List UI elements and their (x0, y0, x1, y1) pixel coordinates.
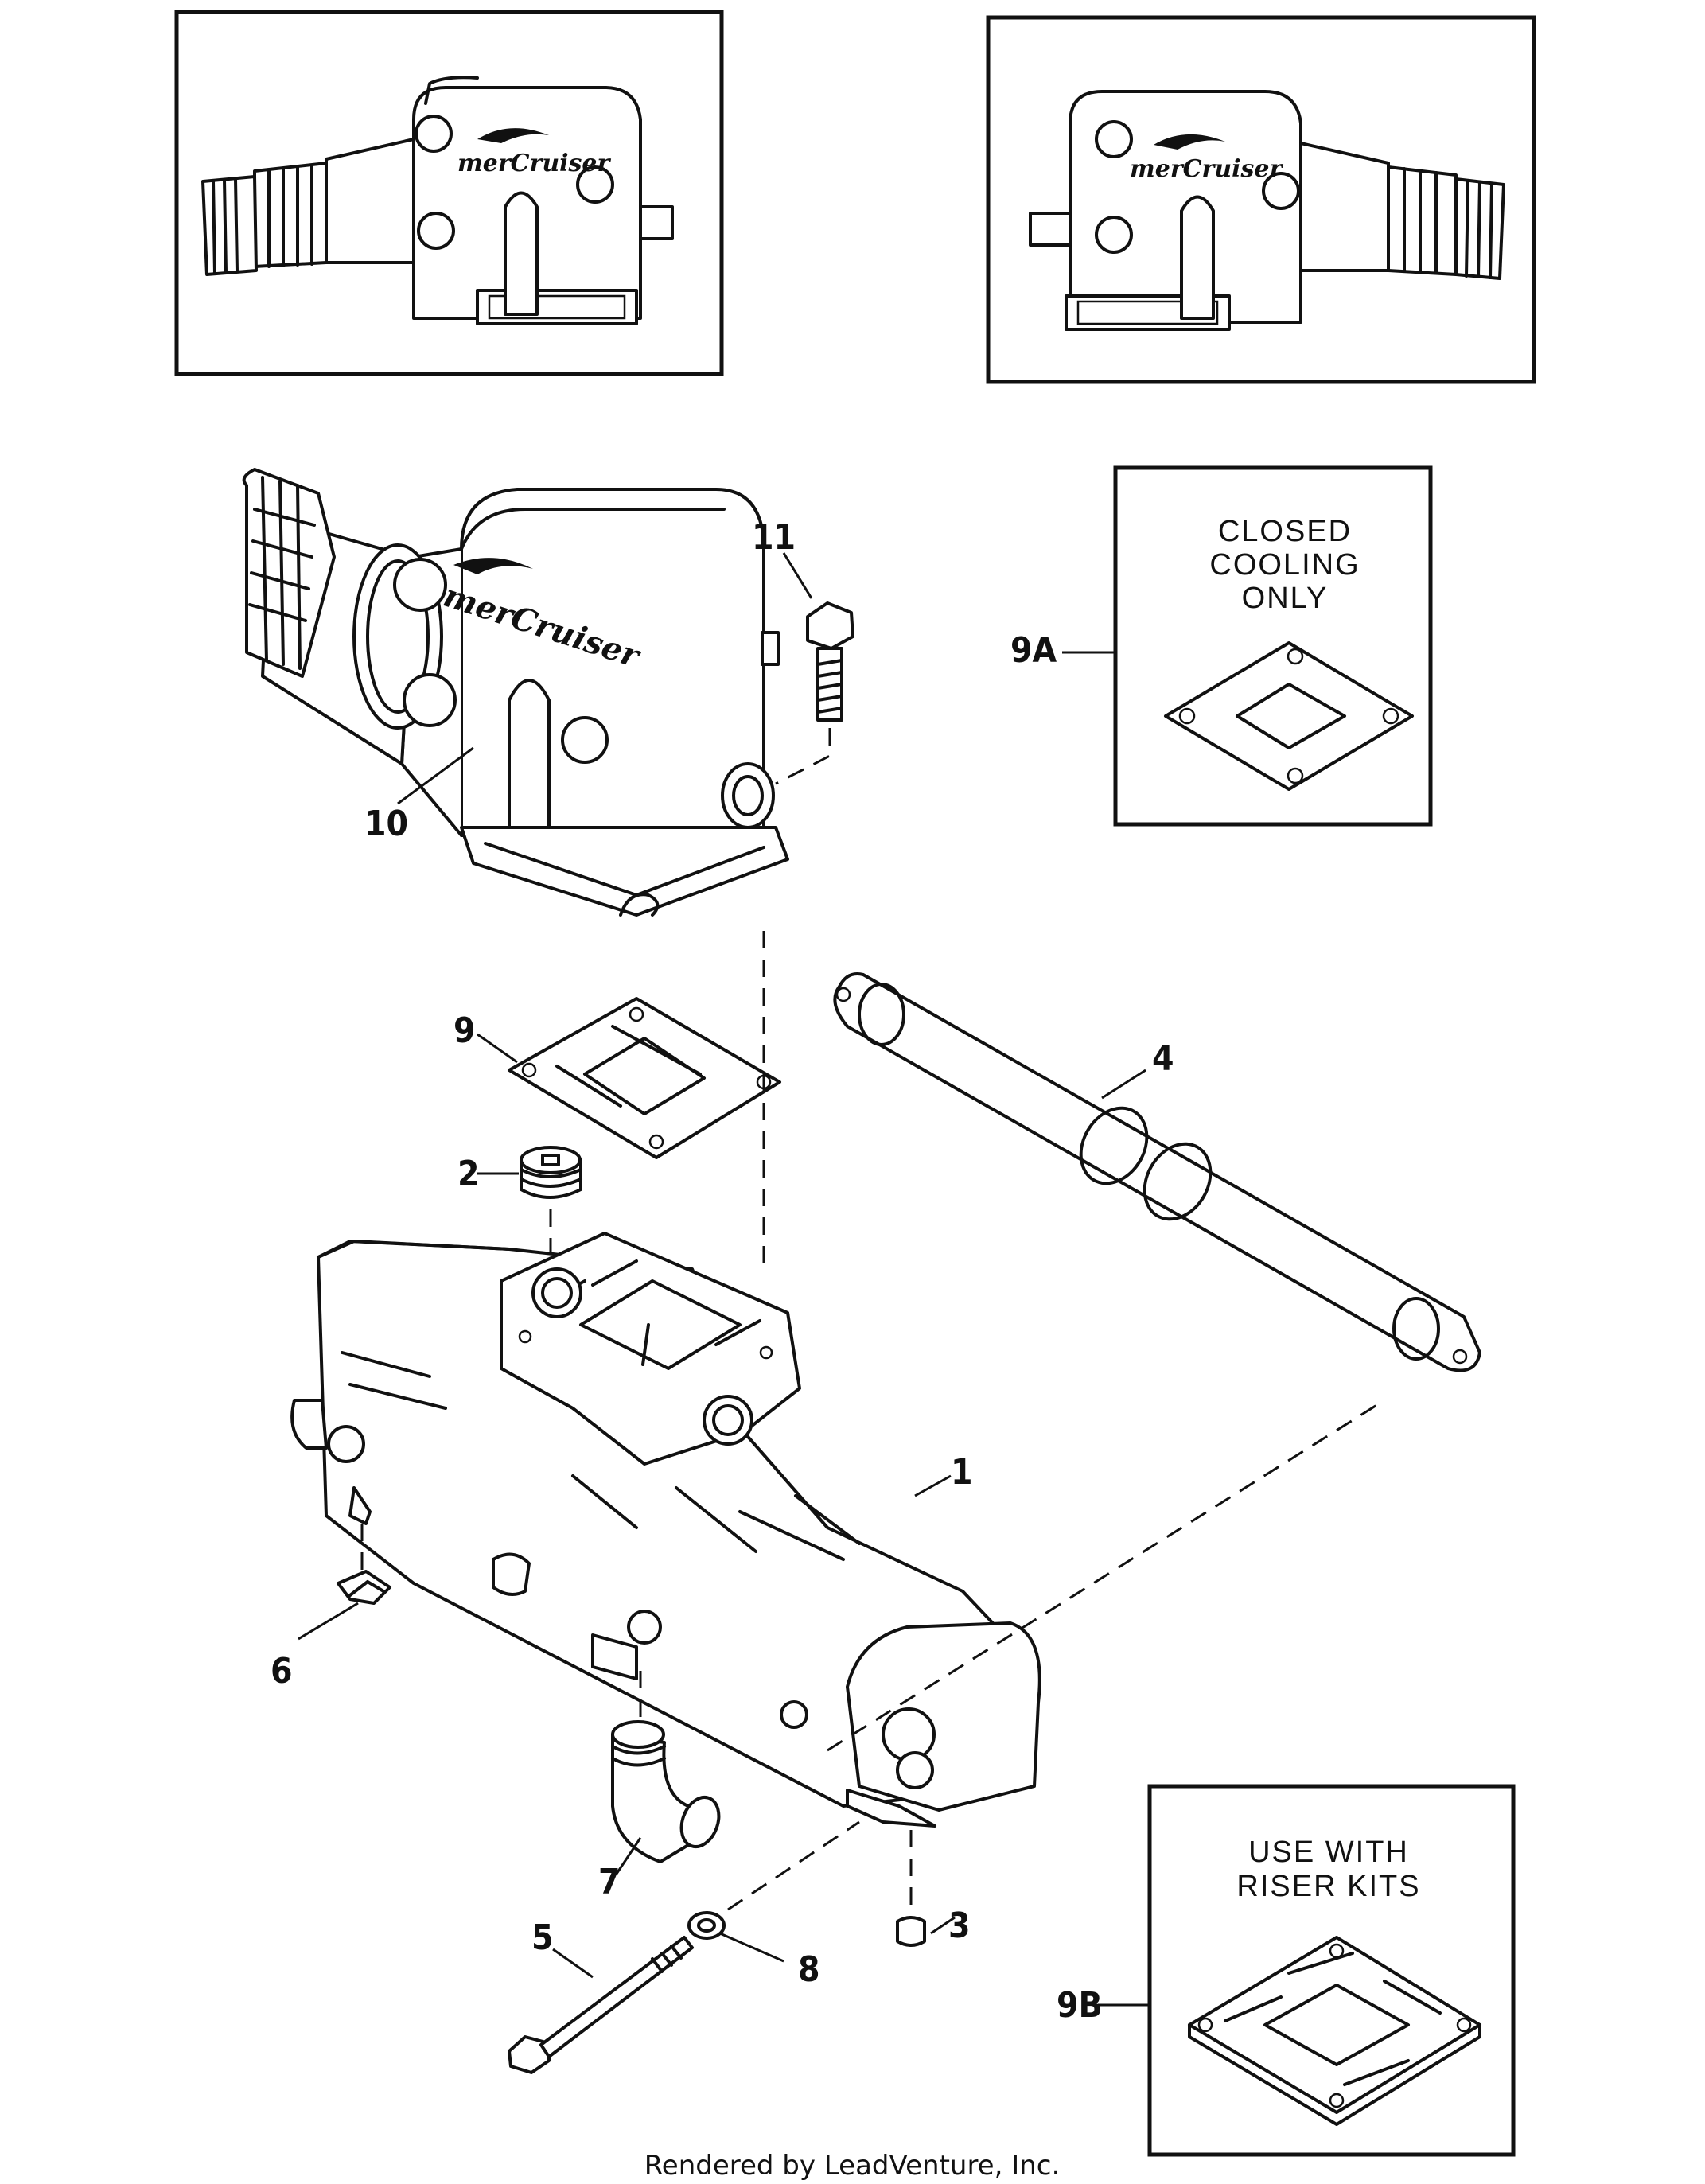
callout-9b: 9B (1057, 1985, 1103, 2026)
callout-6: 6 (271, 1651, 293, 1692)
callout-1: 1 (951, 1452, 973, 1493)
part-3-drain-plug (896, 1916, 926, 1947)
note-riser-kits: USE WITH RISER KITS (1236, 1836, 1420, 1903)
note-closed-cooling: CLOSED COOLING ONLY (1209, 515, 1360, 615)
leader-3 (930, 1916, 956, 1935)
inset-gasket-9a: CLOSED COOLING ONLY (1113, 465, 1433, 827)
callout-9: 9 (453, 1010, 476, 1051)
callout-2: 2 (457, 1154, 480, 1194)
leader-lines (298, 552, 1150, 2007)
part-8-washer (687, 1911, 726, 1940)
callout-10: 10 (364, 804, 408, 844)
leader-4 (1101, 1069, 1146, 1100)
part-4-manifold-gasket (833, 972, 1481, 1372)
note-closed-cooling-line-3: ONLY (1242, 582, 1329, 615)
note-riser-kits-line-1: USE WITH (1248, 1836, 1409, 1869)
leader-8 (719, 1932, 784, 1963)
callout-11: 11 (752, 517, 796, 558)
washer-alignment-line (727, 1820, 860, 1911)
part-1-exhaust-manifold (290, 1232, 1041, 1828)
part-9-gasket (508, 997, 781, 1159)
part-7-elbow-fitting (611, 1720, 721, 1863)
callout-3: 3 (948, 1906, 971, 1946)
callout-labels: 10 11 9A 9 4 2 1 6 7 3 8 5 9B (271, 517, 1174, 2026)
inset-elbow-right-view: merCruiser (986, 15, 1536, 384)
part-2-pipe-plug (520, 1146, 582, 1199)
part-5-stud-bolt (508, 1936, 694, 2074)
callout-7: 7 (598, 1862, 621, 1902)
leader-1 (914, 1474, 952, 1497)
leader-11 (782, 552, 813, 599)
part-11-bolt (806, 601, 854, 722)
inset-elbow-left-view: merCruiser (174, 10, 724, 376)
logo-text-right: merCruiser (1130, 155, 1284, 183)
bolt-alignment-line (775, 728, 831, 785)
inset-gasket-9b: USE WITH RISER KITS (1147, 1784, 1516, 2157)
part-10-exhaust-elbow: merCruiser (242, 468, 789, 917)
note-riser-kits-line-2: RISER KITS (1236, 1870, 1420, 1903)
leader-7 (615, 1837, 642, 1875)
callout-5: 5 (531, 1917, 554, 1958)
leader-9 (477, 1033, 518, 1064)
gasket-alignment-line (827, 1399, 1385, 1752)
callout-9a: 9A (1010, 630, 1057, 671)
callout-8: 8 (798, 1949, 820, 1990)
leader-6 (298, 1602, 359, 1641)
callout-4: 4 (1152, 1038, 1174, 1079)
leader-5 (552, 1948, 594, 1979)
note-closed-cooling-line-2: COOLING (1209, 548, 1360, 582)
logo-text: merCruiser (457, 150, 612, 177)
leader-10 (397, 746, 474, 805)
part-6-clip (337, 1570, 391, 1605)
footer-credit: Rendered by LeadVenture, Inc. (644, 2150, 1061, 2182)
note-closed-cooling-line-1: CLOSED (1218, 515, 1352, 548)
